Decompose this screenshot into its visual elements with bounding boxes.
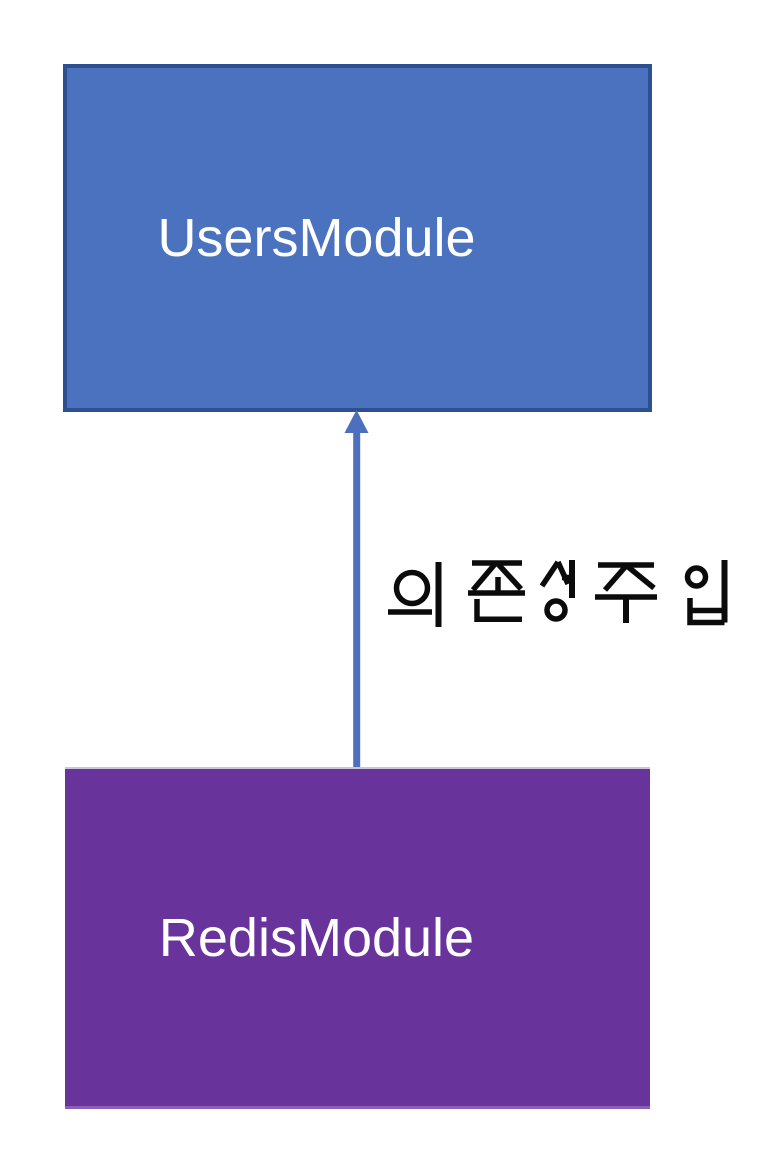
glyph-ip (684, 560, 728, 626)
glyph-ui (388, 562, 442, 627)
glyph-jon (468, 560, 525, 622)
arrow-shaft (353, 431, 361, 767)
users-module-label: UsersModule (157, 208, 476, 268)
arrow-head (344, 410, 369, 433)
redis-module-label: RedisModule (158, 907, 475, 968)
users-module-node: UsersModule (63, 64, 652, 412)
glyph-ju (595, 562, 657, 623)
dependency-arrow-icon (344, 410, 369, 767)
glyph-seong (539, 560, 575, 622)
dependency-label-glyphs (388, 560, 728, 627)
redis-module-node: RedisModule (65, 767, 650, 1109)
dependency-label: 의존성 주입 (386, 550, 736, 630)
